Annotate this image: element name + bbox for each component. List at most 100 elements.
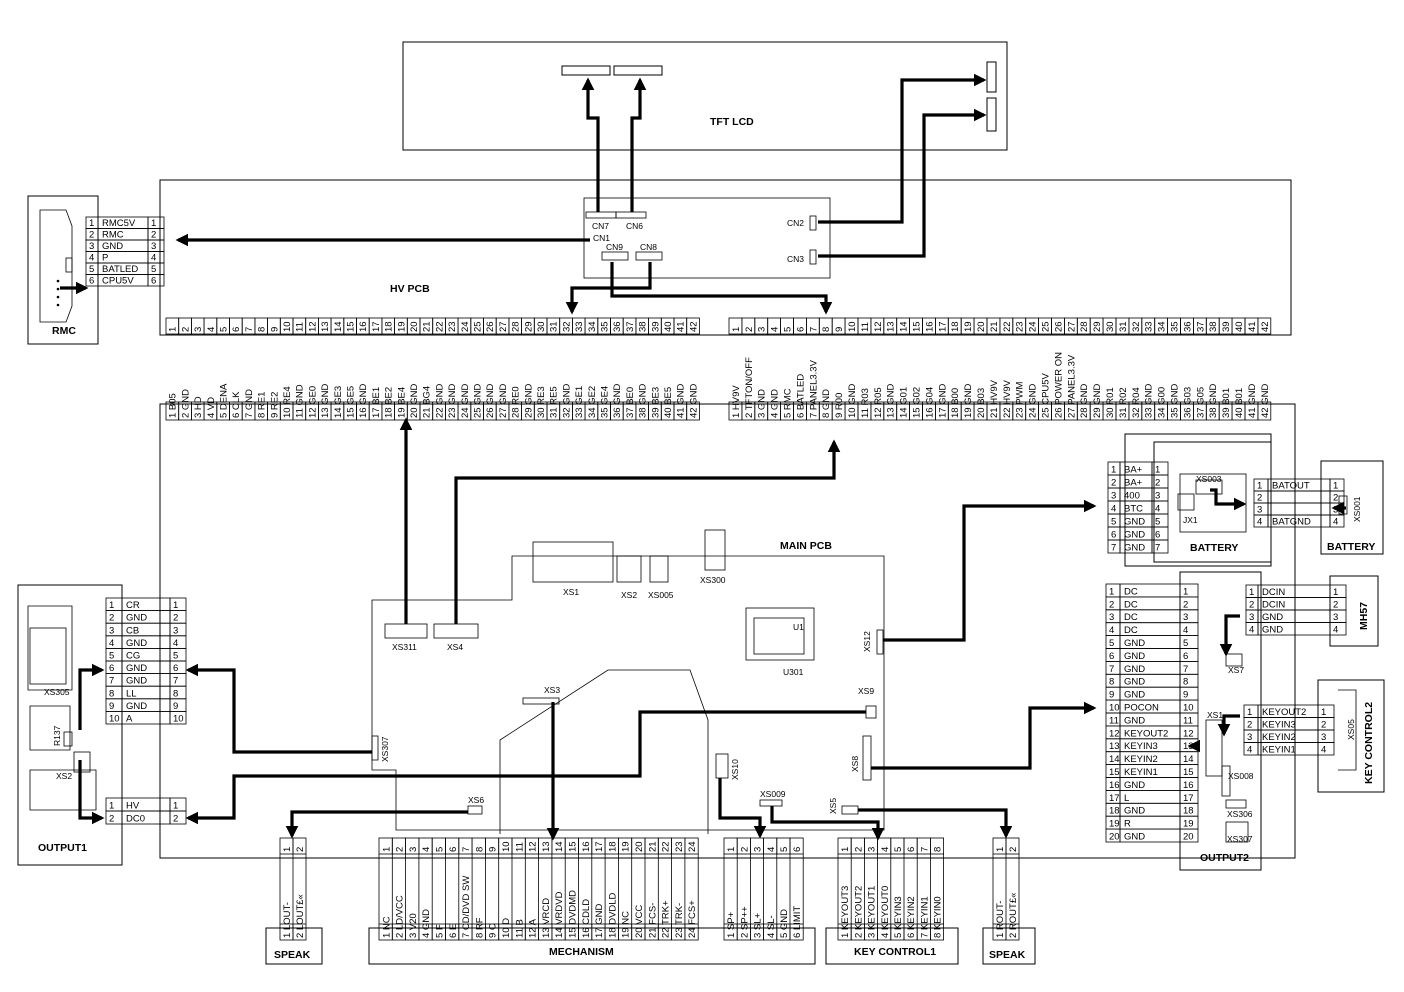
u1-label: U1 xyxy=(793,622,804,632)
hv-left-cell xyxy=(686,317,700,335)
sp-pin-number: 3 xyxy=(753,847,764,852)
hv-right-pin-label: 23 PWM xyxy=(1015,381,1026,418)
hv-left-pin-number: 15 xyxy=(346,321,357,332)
hv-left-pin-number: 20 xyxy=(409,321,420,332)
output1-pin-number: 6 xyxy=(173,663,178,674)
battery-right-pin-number: 1 xyxy=(1333,481,1338,492)
rmc-pin-name: RMC xyxy=(102,230,124,241)
mechanism-pin-number: 13 xyxy=(541,841,552,852)
hv-right-pin-label: 38 GND xyxy=(1208,384,1219,418)
battery-right-pin-name: BATGND xyxy=(1272,517,1311,528)
keyctrl1-pin-label: 2 KEYOUT2 xyxy=(853,886,864,938)
mechanism-pin-label: 3 V20 xyxy=(408,913,419,938)
mechanism-pin-label: 6 E xyxy=(448,924,459,938)
keyctrl1-pin-number: 3 xyxy=(867,847,878,852)
rmc-pin-number: 5 xyxy=(151,264,156,275)
output1-pin-number: 5 xyxy=(109,651,114,662)
sp-pin-label: 4 SL- xyxy=(766,915,777,938)
battery-right-pin-number: 2 xyxy=(1333,493,1338,504)
mechanism-pin-number: 4 xyxy=(421,847,432,852)
output1-pin-name: GND xyxy=(126,613,147,624)
hv-left-pin-number: 38 xyxy=(638,321,649,332)
hv-left-pin-number: 8 xyxy=(257,327,268,332)
xs009-label: XS009 xyxy=(760,789,786,799)
xs05-label: XS05 xyxy=(1346,719,1356,740)
output1-pin-number: 9 xyxy=(173,701,178,712)
hv-left-pin-number: 42 xyxy=(688,321,699,332)
hv-right-pin-label: 42 GND xyxy=(1260,384,1271,418)
sp-pin-number: 1 xyxy=(726,847,737,852)
sp-pin-number: 6 xyxy=(792,847,803,852)
xs300-label: XS300 xyxy=(700,575,726,585)
keyctrl1-cell xyxy=(930,837,945,855)
battery-right-pin-number: 4 xyxy=(1333,517,1338,528)
battery-block: XS003 JX1 BATTERY XS001 BATTERY xyxy=(1124,433,1384,567)
hv-left-pin-label: 37 BE0 xyxy=(625,387,636,418)
output1-pin-number: 3 xyxy=(173,625,178,636)
output2-pin-number: 1 xyxy=(1109,586,1114,597)
output1b-pin-number: 1 xyxy=(109,801,114,812)
rmc-block: RMC xyxy=(27,195,99,345)
hv-left-pin-number: 21 xyxy=(422,321,433,332)
bottom-titles: SPEAK MECHANISM KEY CONTROL1 SPEAK xyxy=(265,927,1036,965)
output2-pin-number: 8 xyxy=(1183,677,1188,688)
hv-pcb-title: HV PCB xyxy=(390,283,430,295)
mechanism-pin-number: 10 xyxy=(501,841,512,852)
hv-left-pin-label: 30 RE3 xyxy=(536,386,547,418)
battery-mid-pin-name: BA+ xyxy=(1124,478,1143,489)
hv-right-pin-label: 18 B00 xyxy=(950,388,961,418)
mechanism-pin-label: 1 NC xyxy=(381,916,392,938)
hv-right-pin-number: 16 xyxy=(924,321,935,332)
hv-right-pin-label: 29 GND xyxy=(1092,384,1103,418)
output1-pin-number: 5 xyxy=(173,651,178,662)
hv-left-pin-number: 13 xyxy=(320,321,331,332)
speak-left-pin-number: 2 xyxy=(295,847,306,852)
hv-left-pin-number: 24 xyxy=(460,321,471,332)
sp-cell xyxy=(789,923,804,941)
output1-pin-number: 9 xyxy=(109,701,114,712)
battery-mid-title: BATTERY xyxy=(1190,542,1238,554)
hv-right-cell xyxy=(1257,401,1272,421)
cn1-label: CN1 xyxy=(593,233,610,243)
mechanism-pin-number: 3 xyxy=(408,847,419,852)
hv-left-pin-number: 18 xyxy=(384,321,395,332)
mechanism-pin-label: 21 FCS- xyxy=(647,903,658,938)
hv-left-pin-label: 25 GND xyxy=(473,384,484,418)
mechanism-pin-label: 16 CDLD xyxy=(581,899,592,938)
hv-left-pin-label: 16 GND xyxy=(358,384,369,418)
hv-right-pin-label: 9 R00 xyxy=(834,393,845,418)
hv-right-pin-label: 33 GND xyxy=(1144,384,1155,418)
keyctrl1-pin-label: 5 KEYIN3 xyxy=(893,896,904,938)
mechanism-pin-number: 16 xyxy=(581,841,592,852)
hv-left-pin-number: 5 xyxy=(219,327,230,332)
hv-right-pin-number: 39 xyxy=(1221,321,1232,332)
xs008-label: XS008 xyxy=(1228,771,1254,781)
output1-pin-number: 7 xyxy=(109,676,114,687)
hv-right-pin-label: 39 B01 xyxy=(1221,388,1232,418)
hv-left-pin-label: 40 BE5 xyxy=(663,387,674,418)
battery-mid-pin-number: 6 xyxy=(1155,530,1160,541)
mh57-pin-number: 3 xyxy=(1249,612,1254,623)
hv-left-pin-label: 39 BE3 xyxy=(650,387,661,418)
speak-left-pin-label: 1 LOUT- xyxy=(282,902,293,938)
output2-pin-number: 6 xyxy=(1109,651,1114,662)
hv-right-pin-label: 17 GND xyxy=(937,384,948,418)
output1-pin-number: 8 xyxy=(173,688,178,699)
hv-left-pin-number: 14 xyxy=(333,321,344,332)
output2-pin-number: 12 xyxy=(1183,728,1194,739)
xs3-label: XS3 xyxy=(544,685,560,695)
hv-right-pin-label: 1 HV9V xyxy=(731,385,742,418)
xs1-o2-label: XS1 xyxy=(1207,710,1223,720)
sp-pin-label: 2 SP++ xyxy=(739,906,750,938)
speak-right-pin-label: 1 ROUT- xyxy=(995,901,1006,938)
xs306-label: XS306 xyxy=(1227,809,1253,819)
hv-left-pin-label: 38 GND xyxy=(638,384,649,418)
output2-pin-number: 4 xyxy=(1183,625,1188,636)
hv-right-pin-label: 13 GND xyxy=(886,384,897,418)
hv-right-cell xyxy=(1257,317,1272,335)
hv-right-pin-number: 20 xyxy=(976,321,987,332)
hv-left-pin-number: 28 xyxy=(511,321,522,332)
mh57-pin-number: 1 xyxy=(1249,587,1254,598)
